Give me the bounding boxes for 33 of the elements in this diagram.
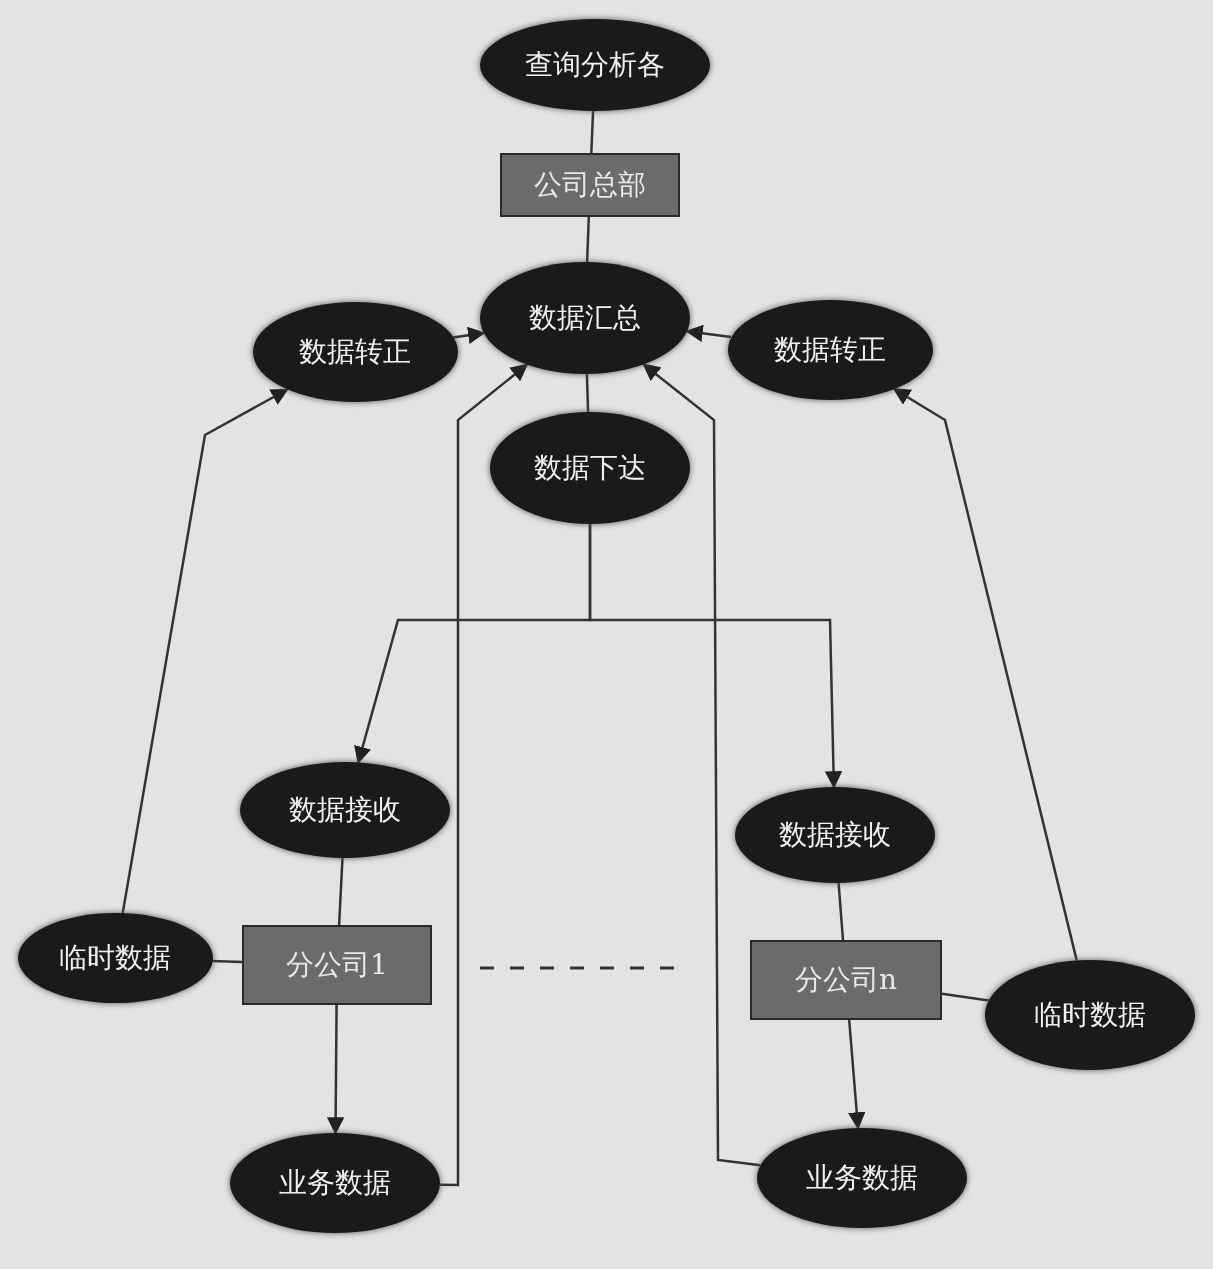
arrow: [439, 363, 529, 1187]
node-label: 数据转正: [774, 332, 886, 368]
arrow: [847, 1019, 866, 1130]
node-label: 分公司1: [286, 947, 388, 983]
node-label: 数据转正: [299, 334, 411, 370]
process-box: [750, 940, 942, 1020]
node-label: 临时数据: [1034, 997, 1146, 1033]
connector-line: [212, 959, 243, 964]
arrow: [685, 324, 732, 343]
arrow: [892, 387, 1078, 961]
arrow: [452, 326, 486, 344]
connector-line: [337, 857, 344, 926]
process-box: [242, 925, 432, 1005]
node-label: 分公司n: [794, 962, 897, 998]
node-label: 公司总部: [534, 167, 646, 203]
connector-line: [585, 373, 590, 413]
node-label: 数据汇总: [529, 300, 641, 336]
arrow: [121, 388, 289, 914]
connector-line: [837, 882, 845, 941]
arrow: [326, 1005, 345, 1135]
connector-line: [590, 110, 595, 154]
node-label: 查询分析各: [525, 47, 665, 83]
node-label: 业务数据: [279, 1165, 391, 1201]
arrow: [588, 524, 843, 789]
connector-line: [585, 216, 591, 263]
process-box: [500, 153, 680, 217]
node-label: 数据接收: [779, 817, 891, 853]
connector-line: [941, 992, 989, 1002]
node-label: 临时数据: [59, 940, 171, 976]
arrow: [642, 363, 761, 1167]
node-label: 数据接收: [289, 792, 401, 828]
node-label: 数据下达: [534, 450, 646, 486]
node-label: 业务数据: [806, 1160, 918, 1196]
